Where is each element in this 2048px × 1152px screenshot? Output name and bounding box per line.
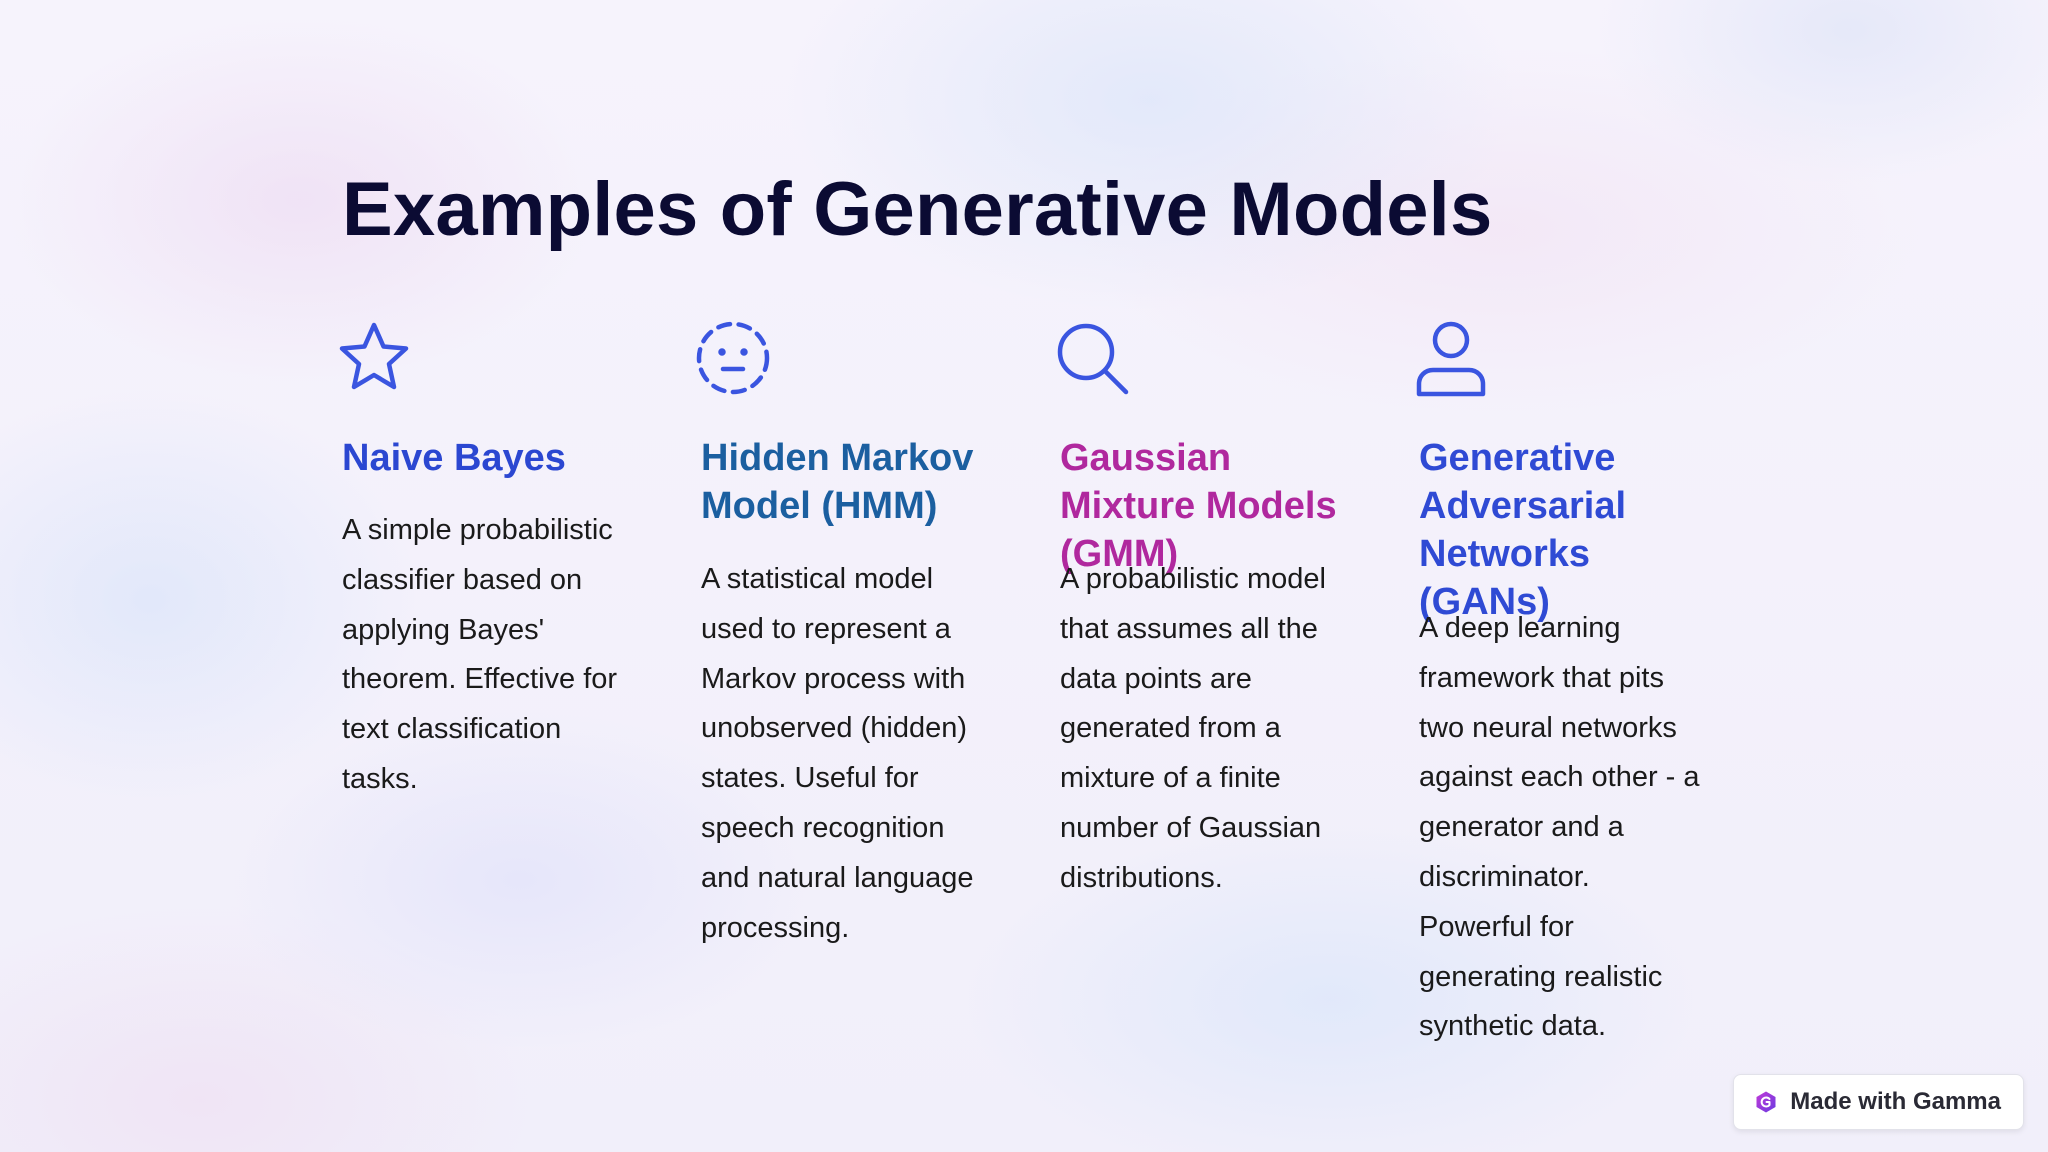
card-body: A probabilistic model that assumes all t… — [1060, 563, 1326, 894]
user-icon — [1409, 316, 1493, 400]
card-body: A deep learning framework that pits two … — [1419, 612, 1700, 1043]
gamma-logo-icon — [1756, 1091, 1776, 1113]
star-icon — [332, 316, 416, 400]
card-heading: Hidden Markov Model (HMM) — [701, 437, 974, 527]
card-hidden-markov-model: Hidden Markov Model (HMM) A statistical … — [696, 316, 991, 944]
badge-label: Made with Gamma — [1790, 1088, 2001, 1115]
made-with-gamma-badge[interactable]: Made with Gamma — [1733, 1074, 2024, 1130]
card-naive-bayes: Naive Bayes A simple probabilistic class… — [339, 316, 632, 795]
card-generative-adversarial-networks: Generative Adversarial Networks (GANs) A… — [1416, 316, 1709, 1042]
dashed-face-icon — [691, 316, 775, 400]
magnifier-icon — [1050, 316, 1134, 400]
card-heading: Naive Bayes — [342, 437, 566, 479]
card-body: A statistical model used to represent a … — [701, 563, 974, 944]
card-heading: Gaussian Mixture Models (GMM) — [1060, 437, 1337, 575]
card-heading: Generative Adversarial Networks (GANs) — [1419, 437, 1627, 623]
card-gaussian-mixture-models: Gaussian Mixture Models (GMM) A probabil… — [1057, 316, 1350, 894]
slide-title: Examples of Generative Models — [342, 167, 1493, 252]
card-body: A simple probabilistic classifier based … — [342, 514, 618, 795]
